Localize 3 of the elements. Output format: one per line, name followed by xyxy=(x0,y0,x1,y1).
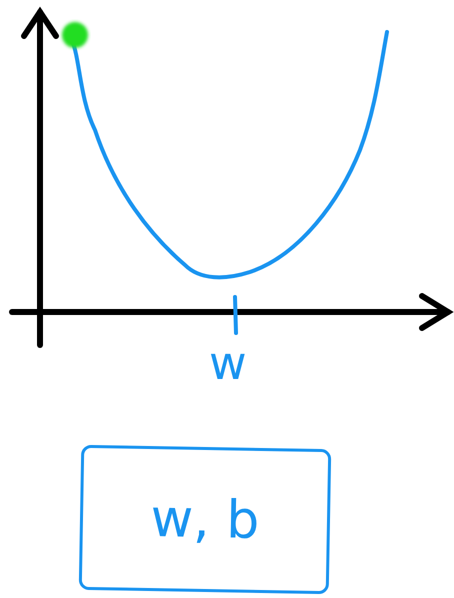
variable-box xyxy=(78,444,332,594)
axis-label: w xyxy=(209,340,247,386)
variable-text: w, b xyxy=(150,488,260,550)
